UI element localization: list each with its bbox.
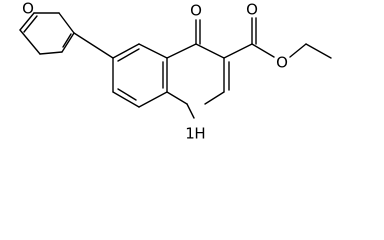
ring-oxygen-label: O: [22, 0, 34, 18]
keto-group: [195, 19, 201, 45]
nitrogen-label: H: [194, 125, 205, 143]
quinoline-core: [112, 43, 230, 108]
ester-group: [223, 17, 332, 59]
furan-ring: [19, 12, 75, 55]
furan-to-quinoline-bond: [73, 32, 114, 59]
nh-label: 1: [185, 125, 195, 143]
carbonyl-oxygen-label: O: [246, 1, 258, 19]
chemical-structure-diagram: O O O O 1 H: [19, 0, 332, 143]
keto-oxygen-label: O: [190, 2, 202, 20]
ester-oxygen-label: O: [276, 54, 288, 72]
nh-bond: [186, 103, 195, 119]
